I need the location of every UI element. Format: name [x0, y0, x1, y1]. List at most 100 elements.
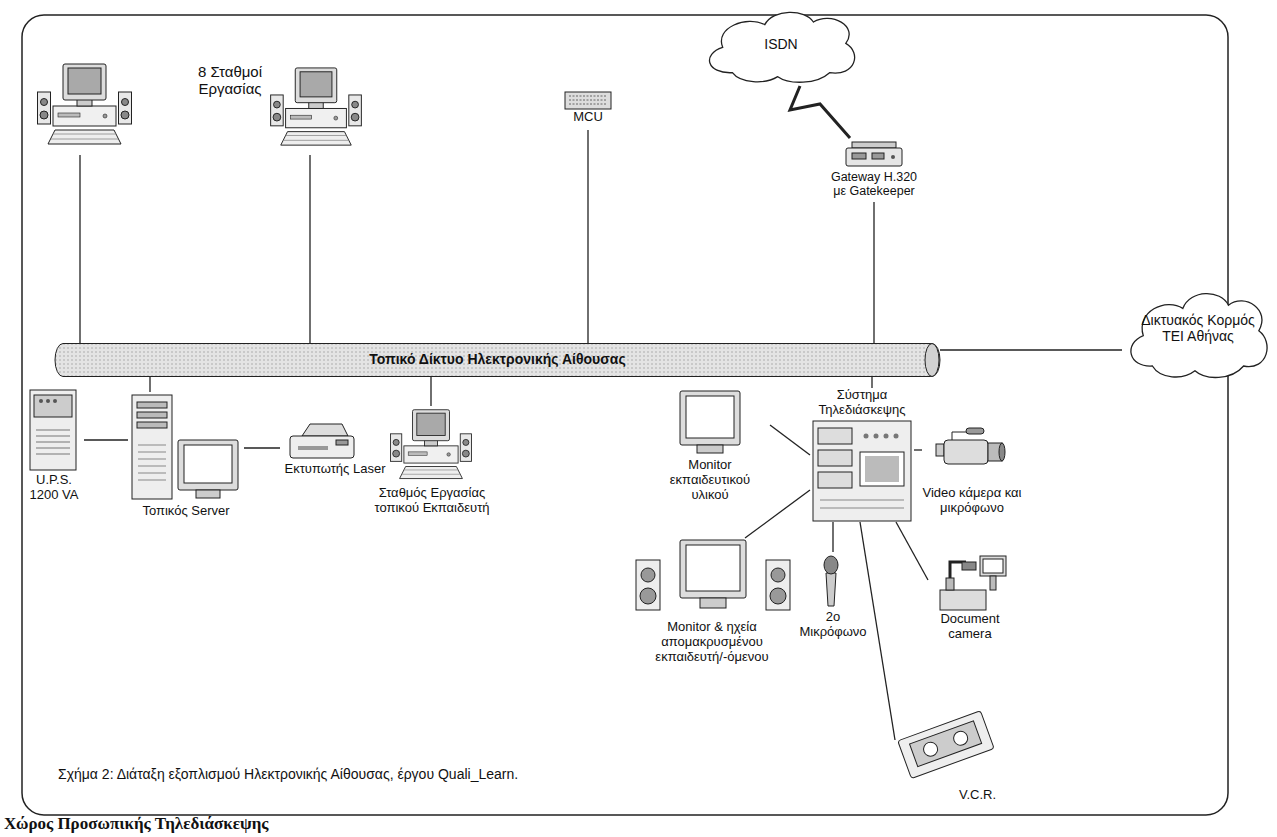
connector [84, 439, 128, 440]
videoconference-unit-icon [813, 421, 911, 521]
videoconference-unit-icon [884, 434, 889, 439]
workstation-group: 8 Σταθμοί Εργασίας [35, 55, 367, 155]
gateway-icon [852, 153, 866, 159]
connector [244, 447, 280, 448]
monitor-speakers-icon [680, 540, 746, 598]
node-label: Τοπικός Server [128, 504, 244, 519]
vcr: V.C.R. [895, 708, 1010, 808]
room-frame [22, 15, 1228, 815]
server-icon [137, 422, 167, 428]
video-camera-icon [936, 428, 1005, 464]
remote-monitor-speakers: Monitor & ηχεία απομακρυσμένου εκπαιδευτ… [630, 538, 795, 674]
material-monitor: Monitor εκπαιδευτικού υλικού [650, 388, 770, 508]
laser-printer: Εκτυπωτής Laser [280, 420, 390, 490]
videoconference-unit-icon [865, 456, 899, 482]
node-label: MCU [558, 110, 618, 125]
vcr-icon [922, 740, 940, 758]
monitor-speakers-icon [640, 588, 656, 604]
monitor-speakers-icon [636, 560, 660, 610]
videoconference-system: Σύστημα Τηλεδιάσκεψης [810, 388, 914, 522]
connector [587, 130, 588, 343]
monitor-icon [697, 445, 723, 453]
ups-icon [46, 399, 50, 403]
ups-icon [30, 390, 76, 470]
node-label: 2ο Μικρόφωνο [795, 610, 871, 640]
gateway-icon [852, 142, 896, 148]
connector [940, 349, 1122, 350]
ups-icon [36, 430, 70, 454]
connector [896, 522, 928, 580]
connector [871, 377, 872, 388]
connector [309, 155, 310, 343]
videoconference-unit-icon [818, 428, 852, 444]
connector [873, 202, 874, 343]
section-heading: Χώρος Προσωπικής Τηλεδιάσκεψης [4, 814, 268, 834]
node-label: Σύστημα Τηλεδιάσκεψης [810, 388, 914, 418]
gateway-icon [846, 142, 902, 166]
node-label: V.C.R. [945, 788, 1010, 803]
server-icon [132, 395, 172, 499]
backbone-cloud: Δικτυακός Κορμός ΤΕΙ Αθήνας [1122, 286, 1274, 382]
server-icon [178, 440, 238, 490]
node-label: Document camera [928, 612, 1012, 642]
isdn-link [790, 86, 850, 138]
video-camera-icon [966, 428, 984, 434]
monitor-speakers-icon [700, 598, 726, 608]
node-label: Monitor εκπαιδευτικού υλικού [650, 458, 770, 503]
video-camera-icon [944, 440, 988, 464]
node-label: Δικτυακός Κορμός ΤΕΙ Αθήνας [1133, 312, 1263, 344]
node-label: Σταθμός Εργασίας τοπικού Εκπαιδευτή [364, 486, 500, 516]
monitor-icon [680, 391, 740, 445]
printer-icon [302, 424, 348, 436]
ups-icon [53, 399, 57, 403]
connector [149, 377, 150, 392]
lan-bus: Τοπικό Δίκτυο Ηλεκτρονικής Αίθουσας [55, 343, 940, 377]
printer-icon [336, 440, 348, 445]
gateway-device: Gateway H.320 με Gatekeeper [826, 138, 922, 202]
server-icon [137, 412, 167, 418]
node-label: Video κάμερα και μικρόφωνο [922, 486, 1022, 516]
mcu-icon [565, 92, 611, 109]
videoconference-unit-icon [894, 434, 899, 439]
monitor-speakers-icon [641, 568, 655, 582]
network-bus [925, 344, 939, 377]
server-icon [137, 402, 167, 408]
vcr-icon [910, 721, 982, 767]
monitor-speakers-icon [771, 568, 785, 582]
video-camera-icon [936, 444, 944, 456]
video-camera-icon [952, 432, 966, 440]
server-icon [132, 395, 238, 499]
server-icon [138, 445, 166, 480]
local-server: Τοπικός Server [128, 392, 244, 522]
microphone-icon [826, 573, 836, 606]
node-label: 8 Σταθμοί Εργασίας [165, 63, 295, 98]
document-camera-icon [946, 578, 954, 590]
document-camera-icon [990, 576, 996, 590]
videoconference-unit-icon [820, 500, 904, 508]
document-camera-icon [940, 590, 986, 610]
vcr-icon [952, 729, 970, 747]
workstation-icon [391, 410, 472, 479]
monitor-speakers-icon [686, 545, 740, 591]
document-camera: Document camera [928, 552, 1012, 644]
monitor-speakers-icon [770, 588, 786, 604]
printer-icon [290, 436, 354, 458]
printer-icon [290, 424, 354, 458]
mcu-unit: MCU [558, 88, 618, 130]
ups-icon [34, 395, 72, 417]
vcr-icon [898, 711, 994, 779]
server-icon [184, 445, 232, 483]
videoconference-unit-icon [818, 472, 852, 488]
mcu-icon [565, 92, 611, 109]
document-camera-icon [962, 562, 976, 570]
videoconference-unit-icon [813, 421, 911, 521]
video-camera-icon [999, 443, 1005, 461]
video-camera: Video κάμερα και μικρόφωνο [922, 420, 1022, 518]
videoconference-unit-icon [860, 452, 904, 486]
workstation-icon [38, 64, 132, 144]
node-label: U.P.S. 1200 VA [24, 473, 84, 503]
gateway-icon [872, 153, 884, 159]
